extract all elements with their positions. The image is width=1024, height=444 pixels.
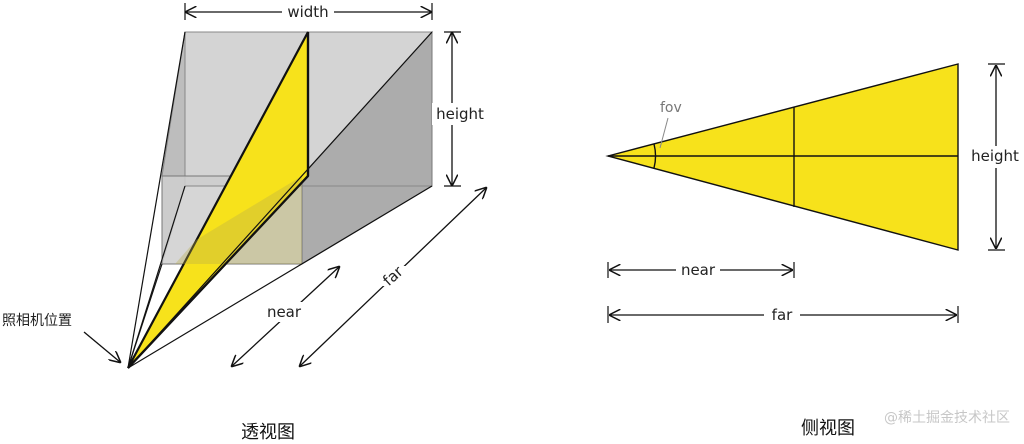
near-plane-overlap [175, 176, 302, 264]
fov-arc [653, 143, 657, 169]
edge-top-right [127, 31, 433, 369]
edge-near-left [127, 263, 163, 369]
side-near-label-bg [676, 260, 720, 280]
fov-pointer [659, 117, 669, 149]
edge-center [127, 175, 309, 369]
side-frustum [605, 63, 959, 251]
far-label-bg [376, 266, 406, 286]
side-height-label: height [971, 147, 1019, 165]
side-view: fov height near far 侧视图 [605, 63, 1024, 439]
side-caption: 侧视图 [801, 418, 855, 439]
perspective-view: width height near far 照相机位置 透视图 [2, 2, 488, 443]
width-label-bg [282, 2, 334, 22]
near-label: near [267, 303, 302, 321]
width-label: width [287, 3, 328, 21]
side-height-label-bg [966, 146, 1024, 168]
near-label-bg [264, 302, 304, 322]
perspective-caption: 透视图 [241, 422, 295, 443]
side-near-label: near [681, 261, 716, 279]
frustum-edges [127, 31, 433, 369]
height-label: height [436, 105, 484, 123]
side-far-label: far [772, 306, 793, 324]
edge-top-left [127, 31, 186, 369]
fov-label: fov [660, 100, 682, 116]
side-far-label-bg [764, 305, 800, 325]
height-label-bg [432, 103, 488, 125]
camera-pointer-arrow [83, 331, 120, 362]
camera-position-label: 照相机位置 [2, 313, 72, 329]
watermark: @稀土掘金技术社区 [884, 410, 1010, 426]
